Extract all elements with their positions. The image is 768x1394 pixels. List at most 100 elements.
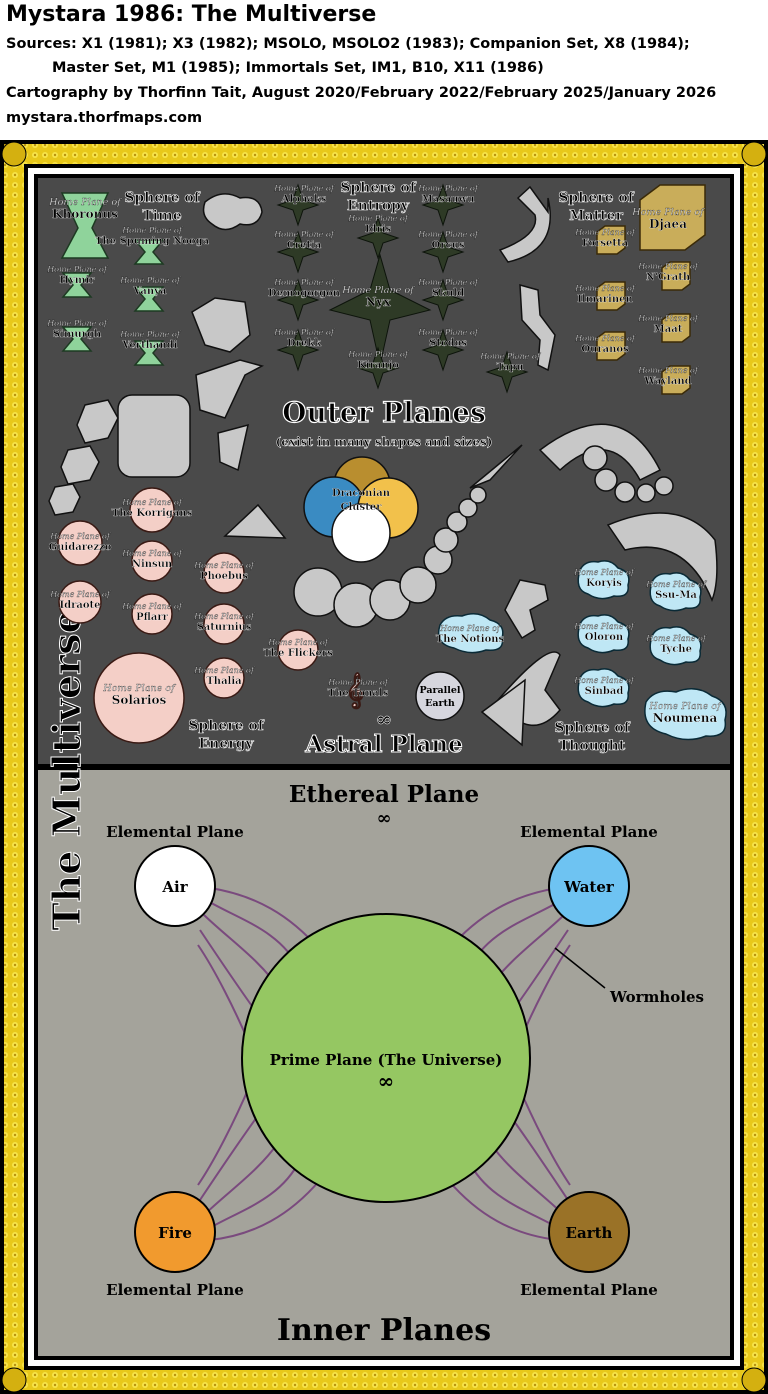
sphere-time-label-1: Sphere of <box>124 190 200 206</box>
ethereal-infinity: ∞ <box>377 808 392 829</box>
draconian-cluster: Draconian Cluster <box>303 456 419 563</box>
home-plane-prefix: Home Plane of <box>121 226 184 235</box>
home-plane-name: Nyx <box>365 295 391 309</box>
map-title: Mystara 1986: The Multiverse <box>6 2 377 27</box>
home-plane-name: The Tonals <box>328 688 389 699</box>
home-plane-prefix: Home Plane of <box>267 638 330 647</box>
home-plane-prefix: Home Plane of <box>637 262 700 271</box>
side-title: The Multiverse <box>44 609 89 930</box>
home-plane-name: The Flickers <box>263 648 333 659</box>
multiverse-map: The Multiverse Sphere of Time Sphere of … <box>0 140 768 1394</box>
home-plane-name: Hymir <box>60 275 96 286</box>
header: Mystara 1986: The Multiverse Sources: X1… <box>0 0 768 140</box>
home-plane-name: Ninsun <box>132 559 173 570</box>
home-plane-name: Guidarezzo <box>49 542 112 553</box>
sources-line-1: Sources: X1 (1981); X3 (1982); MSOLO, MS… <box>6 36 690 52</box>
home-plane-name: Ilmarinen <box>577 294 633 305</box>
home-plane-prefix: Home Plane of <box>273 328 336 337</box>
home-plane-name: Masauwu <box>422 194 475 205</box>
sphere-of-matter: Sphere of Matter <box>558 184 706 395</box>
website-link[interactable]: mystara.thorfmaps.com <box>6 110 203 126</box>
home-plane-prefix: Home Plane of <box>573 622 636 631</box>
home-plane-prefix: Home Plane of <box>631 207 705 218</box>
sphere-energy-label-1: Sphere of <box>188 718 264 734</box>
home-plane-prefix: Home Plane of <box>327 678 390 687</box>
home-plane-name: Simurgh <box>53 329 102 340</box>
home-plane-name: Thalia <box>206 676 242 687</box>
home-plane-name: Saturnius <box>197 622 252 633</box>
home-plane-prefix: Home Plane of <box>573 568 636 577</box>
fire-plane-circle <box>134 1191 216 1273</box>
sphere-of-energy: Sphere of Energy <box>57 487 319 752</box>
home-plane-name: Ouranos <box>581 344 629 355</box>
sphere-thought-label-2: Thought <box>559 738 626 754</box>
wormholes-pointer <box>554 947 606 989</box>
home-plane-prefix: Home Plane of <box>417 278 480 287</box>
home-plane-name: Tapu <box>496 362 523 373</box>
sphere-of-thought: Sphere of Thought <box>437 560 727 754</box>
home-plane-prefix: Home Plane of <box>645 634 708 643</box>
prime-infinity: ∞ <box>378 1069 395 1093</box>
home-plane-prefix: Home Plane of <box>417 184 480 193</box>
sphere-matter-label-1: Sphere of <box>558 190 634 206</box>
home-plane-name: Djaea <box>649 217 687 231</box>
astral-plane-title: Astral Plane <box>304 731 462 758</box>
home-plane-name: Alphaks <box>281 194 327 205</box>
sphere-time-label-2: Time <box>142 208 182 224</box>
corner-ornaments <box>1 141 767 1393</box>
home-plane-prefix: Home Plane of <box>48 197 122 208</box>
home-plane-name: Orcus <box>432 240 465 251</box>
outer-planes-title: Outer Planes <box>282 396 486 429</box>
home-plane-name: Noumena <box>653 711 718 725</box>
home-plane-name: Khoronus <box>52 207 118 221</box>
water-plane-label: Water <box>563 878 615 896</box>
sphere-entropy-label-1: Sphere of <box>340 180 416 196</box>
home-plane-name: Stodos <box>429 338 467 349</box>
sphere-entropy-label-2: Entropy <box>347 198 410 214</box>
home-plane-prefix: Home Plane of <box>645 580 708 589</box>
home-plane-prefix: Home Plane of <box>648 701 722 712</box>
tonals-clef-icon: 𝄞 <box>346 672 364 710</box>
home-plane-name: Pflarr <box>136 612 169 623</box>
home-plane-name: Forsetta <box>582 238 629 249</box>
earth-plane-label: Earth <box>566 1224 613 1242</box>
home-plane-prefix: Home Plane of <box>121 498 184 507</box>
sphere-matter-label-2: Matter <box>569 208 623 224</box>
sphere-of-entropy: Sphere of Entropy <box>276 180 529 394</box>
sphere-energy-label-2: Energy <box>198 736 254 752</box>
home-plane-prefix: Home Plane of <box>637 366 700 375</box>
home-plane-name: Skuld <box>432 288 464 299</box>
outer-planes-subtitle: (exist in many shapes and sizes) <box>276 435 493 449</box>
home-plane-prefix: Home Plane of <box>574 334 637 343</box>
home-plane-name: Maat <box>654 324 683 335</box>
home-plane-prefix: Home Plane of <box>574 228 637 237</box>
home-plane-prefix: Home Plane of <box>273 230 336 239</box>
wormholes-label: Wormholes <box>609 988 704 1006</box>
home-plane-prefix: Home Plane of <box>49 532 112 541</box>
water-plane-circle <box>548 845 630 927</box>
home-plane-name: The Notions <box>436 634 505 645</box>
home-plane-name: Kiranjo <box>357 360 399 371</box>
home-plane-name: Koryis <box>586 578 622 589</box>
sphere-of-time: Sphere of Time <box>60 190 201 366</box>
parallel-earth: Parallel Earth <box>415 671 465 721</box>
draconian-label-1: Draconian <box>332 488 391 499</box>
air-plane-circle <box>134 845 216 927</box>
astral-infinity: ∞ <box>376 707 393 731</box>
home-plane-prefix: Home Plane of <box>46 265 109 274</box>
home-plane-prefix: Home Plane of <box>273 184 336 193</box>
home-plane-name: Oloron <box>585 632 624 643</box>
astral-shapes <box>48 185 718 747</box>
home-plane-prefix: Home Plane of <box>119 276 182 285</box>
home-plane-name: Solarios <box>112 693 167 707</box>
parallel-earth-label-2: Earth <box>425 698 455 709</box>
home-plane-name: N'Grath <box>646 272 691 283</box>
ethereal-plane-title: Ethereal Plane <box>289 781 479 808</box>
home-plane-prefix: Home Plane of <box>121 549 184 558</box>
prime-plane-label: Prime Plane (The Universe) <box>270 1051 503 1069</box>
sphere-thought-label-1: Sphere of <box>554 720 630 736</box>
home-plane-prefix: Home Plane of <box>347 350 410 359</box>
home-plane-prefix: Home Plane of <box>479 352 542 361</box>
home-plane-prefix: Home Plane of <box>417 328 480 337</box>
